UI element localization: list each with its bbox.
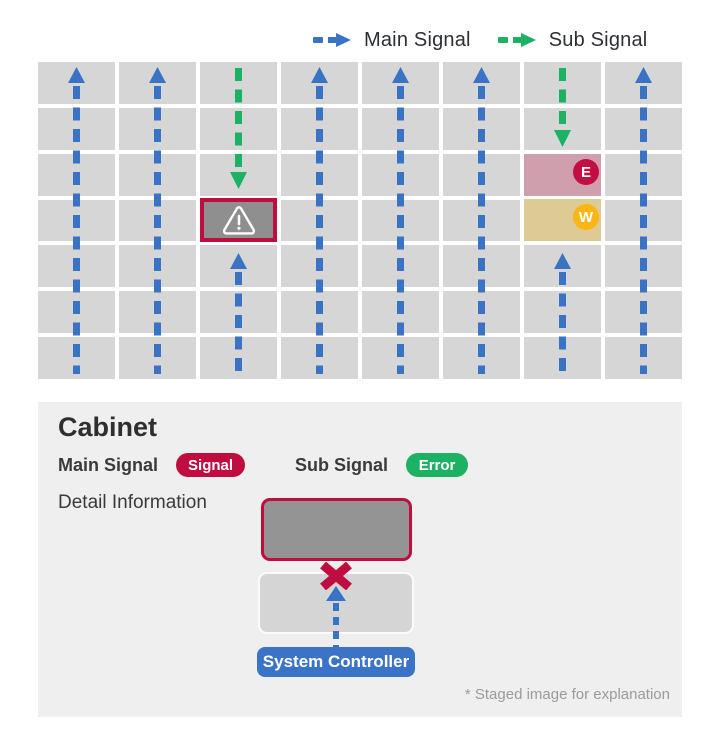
cabinet-cell xyxy=(281,199,358,242)
cabinet-cell xyxy=(119,199,196,242)
legend-sub-signal-label: Sub Signal xyxy=(548,28,648,51)
error-tinted-cell: E xyxy=(524,154,601,196)
cabinet-cell xyxy=(38,153,115,196)
footnote: * Staged image for explanation xyxy=(464,686,670,703)
cabinet-grid: E W xyxy=(38,62,682,379)
cabinet-cell xyxy=(200,337,277,379)
error-badge: E xyxy=(573,159,599,185)
controller-signal-arrow xyxy=(326,586,346,648)
cabinet-cell xyxy=(362,199,439,242)
cabinet-cell xyxy=(605,291,682,334)
cabinet-cell xyxy=(605,245,682,288)
main-signal-status-badge: Signal xyxy=(176,453,246,477)
cabinet-cell xyxy=(281,153,358,196)
faulty-cabinet-cell xyxy=(200,198,277,242)
cabinet-cell xyxy=(119,107,196,150)
cabinet-cell xyxy=(362,107,439,150)
signal-blocked-x-icon xyxy=(320,562,352,590)
cabinet-detail-panel: Cabinet Main Signal Signal Sub Signal Er… xyxy=(38,402,682,717)
cabinet-cell xyxy=(443,337,520,379)
cabinet-cell xyxy=(362,153,439,196)
cabinet-cell xyxy=(119,337,196,379)
cabinet-cell xyxy=(362,291,439,334)
sub-signal-status-badge: Error xyxy=(406,453,469,477)
warning-tinted-cell: W xyxy=(524,199,601,241)
cabinet-cell xyxy=(119,245,196,288)
legend-main-signal: Main Signal xyxy=(312,29,471,52)
cabinet-cell xyxy=(200,62,277,104)
cabinet-cell xyxy=(38,62,115,104)
cabinet-cell xyxy=(362,245,439,288)
signal-legend: Main Signal Sub Signal xyxy=(312,26,647,54)
cabinet-cell xyxy=(524,245,601,288)
cabinet-cell xyxy=(281,62,358,104)
cabinet-cell xyxy=(524,62,601,104)
cabinet-cell xyxy=(38,291,115,334)
cabinet-cell xyxy=(524,107,601,150)
cabinet-cell xyxy=(281,245,358,288)
cabinet-cell xyxy=(524,291,601,334)
cabinet-cell xyxy=(443,291,520,334)
sub-signal-arrow-icon xyxy=(497,33,536,47)
cabinet-cell xyxy=(38,337,115,379)
cabinet-cell xyxy=(605,62,682,104)
cabinet-cell xyxy=(200,245,277,288)
sub-signal-label: Sub Signal xyxy=(295,454,389,475)
panel-title: Cabinet xyxy=(58,412,158,442)
cabinet-cell xyxy=(200,291,277,334)
cabinet-cell xyxy=(362,62,439,104)
signal-status-row: Main Signal Signal Sub Signal Error xyxy=(58,452,469,478)
cabinet-cell xyxy=(281,337,358,379)
main-signal-label: Main Signal xyxy=(58,454,159,475)
cabinet-cell xyxy=(443,245,520,288)
cabinet-cell xyxy=(281,107,358,150)
main-signal-arrow-icon xyxy=(313,33,351,47)
cabinet-cell xyxy=(443,153,520,196)
warning-triangle-icon xyxy=(222,206,255,235)
detail-information-label: Detail Information xyxy=(58,492,207,513)
cabinet-cell xyxy=(119,291,196,334)
cabinet-cell xyxy=(38,245,115,288)
cabinet-cell xyxy=(605,337,682,379)
cabinet-cell xyxy=(443,199,520,242)
cabinet-cell xyxy=(524,337,601,379)
cabinet-cell xyxy=(443,107,520,150)
cabinet-cell xyxy=(200,107,277,150)
cabinet-cell xyxy=(38,107,115,150)
warning-badge: W xyxy=(573,204,599,230)
legend-main-signal-label: Main Signal xyxy=(364,28,471,51)
cabinet-cell xyxy=(605,199,682,242)
cabinet-cell xyxy=(38,199,115,242)
cabinet-cell xyxy=(119,62,196,104)
cabinet-cell xyxy=(200,153,277,196)
cabinet-cell xyxy=(443,62,520,104)
faulty-cabinet-box xyxy=(261,498,412,561)
system-controller-badge: System Controller xyxy=(257,647,415,677)
cabinet-cell xyxy=(119,153,196,196)
cabinet-cell xyxy=(605,107,682,150)
cabinet-cell xyxy=(362,337,439,379)
cabinet-cell xyxy=(281,291,358,334)
legend-sub-signal: Sub Signal xyxy=(497,29,648,52)
cabinet-cell xyxy=(605,153,682,196)
